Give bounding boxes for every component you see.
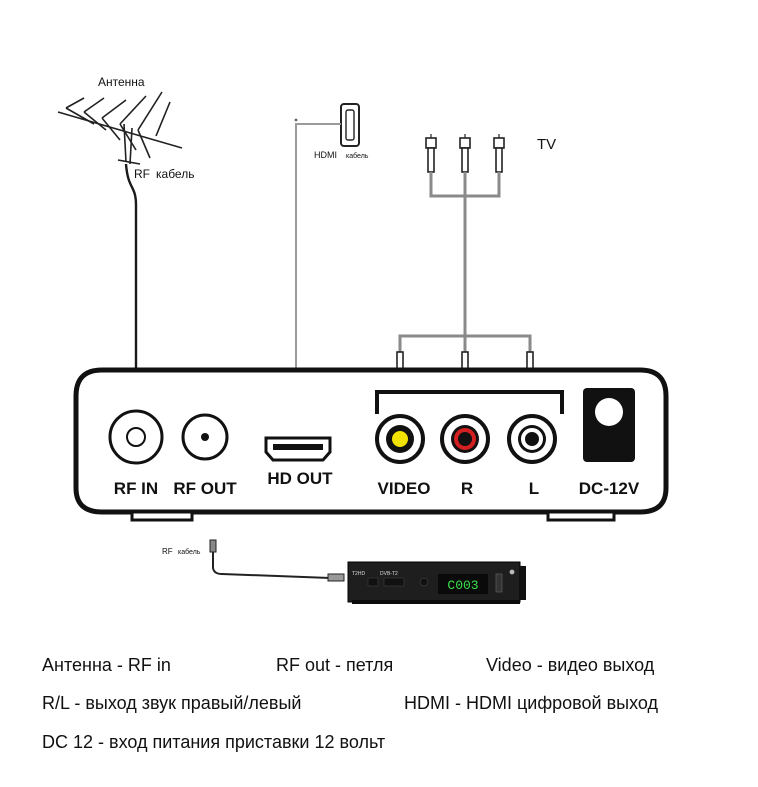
- legend-antenna: Антенна - RF in: [42, 655, 171, 675]
- l-jack: [507, 414, 557, 464]
- device-brand: T2HD: [352, 571, 365, 577]
- legend-rl: R/L - выход звук правый/левый: [42, 693, 302, 713]
- small-rf-label-prefix: RF: [162, 547, 173, 556]
- dc-port: [583, 388, 635, 462]
- legend-hdmi: HDMI - HDMI цифровой выход: [404, 693, 659, 713]
- hd-out-port: [264, 436, 332, 462]
- small-rf-cable: [212, 552, 331, 579]
- dc-label: DC-12V: [579, 479, 640, 498]
- small-rf-label-word: кабель: [178, 548, 201, 556]
- antenna-label: Антенна: [98, 75, 145, 89]
- rf-in-label: RF IN: [114, 479, 158, 498]
- rf-cable-label-word: кабель: [156, 167, 194, 181]
- video-label: VIDEO: [378, 479, 431, 498]
- legend-video: Video - видео выход: [486, 655, 655, 675]
- video-jack: [375, 414, 425, 464]
- hd-out-label: HD OUT: [267, 469, 333, 488]
- r-label: R: [461, 479, 473, 498]
- hdmi-connector-icon: [340, 103, 360, 147]
- rf-in-port: [108, 409, 164, 465]
- antenna-icon: [57, 91, 183, 165]
- legend-rf-out: RF out - петля: [276, 655, 394, 675]
- l-label: L: [529, 479, 539, 498]
- rca-plugs-top-icon: [425, 137, 505, 173]
- rf-out-port: [181, 413, 229, 461]
- rf-out-label: RF OUT: [173, 479, 237, 498]
- hdmi-cable: [295, 123, 341, 420]
- hdmi-cable-label-word: кабель: [346, 152, 369, 160]
- legend-dc: DC 12 - вход питания приставки 12 вольт: [42, 732, 386, 752]
- rf-cable: [124, 163, 138, 402]
- r-jack: [440, 414, 490, 464]
- hdmi-cable-label-prefix: HDMI: [314, 150, 337, 160]
- receiver-device: [347, 561, 526, 604]
- tv-label: TV: [537, 136, 556, 153]
- back-panel: [73, 367, 669, 522]
- av-bracket: [375, 390, 564, 414]
- rf-cable-label-prefix: RF: [134, 167, 150, 181]
- device-display: C003: [447, 578, 478, 593]
- small-rf-plug-icon: [209, 539, 217, 553]
- device-model: DVB-T2: [380, 571, 398, 577]
